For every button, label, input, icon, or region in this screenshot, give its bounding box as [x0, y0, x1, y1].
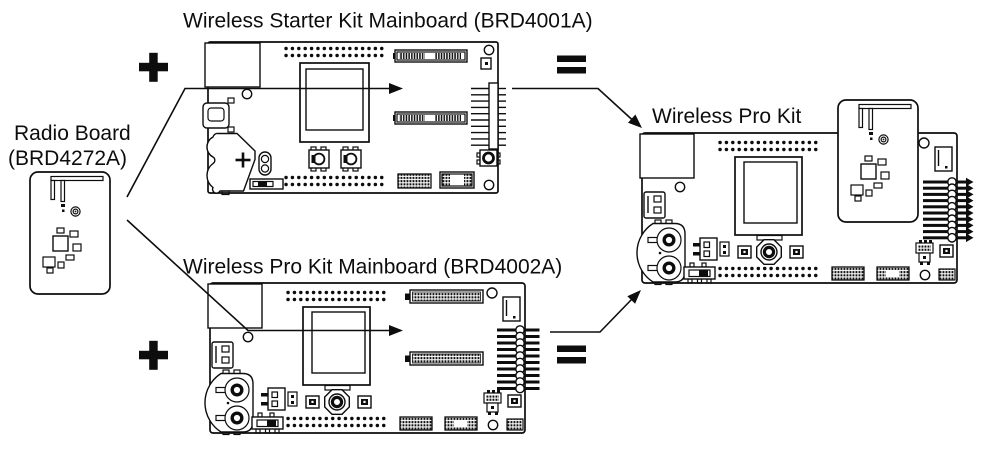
- arrow-radio-to-pro-kit-mainboard: [126, 219, 403, 336]
- arrow-mainboard-to-pro-kit: [550, 290, 641, 333]
- plus-icon-top: [139, 52, 168, 82]
- pro-kit-mainboard-illustration: [205, 283, 541, 435]
- equals-icon-top: [557, 55, 586, 74]
- label-radio-board-line2: (BRD4272A): [8, 147, 127, 170]
- radio-board-illustration: [29, 171, 111, 295]
- label-pro-kit-mainboard: Wireless Pro Kit Mainboard (BRD4002A): [183, 256, 562, 279]
- starter-kit-mainboard-illustration: [203, 42, 506, 195]
- arrow-radio-to-starter-kit: [126, 83, 403, 198]
- pro-kit-radio-module: [837, 99, 919, 223]
- arrow-starter-kit-to-pro-kit: [512, 87, 642, 128]
- label-starter-kit-mainboard: Wireless Starter Kit Mainboard (BRD4001A…: [183, 10, 593, 33]
- equals-icon-bottom: [557, 345, 586, 364]
- label-radio-board-line1: Radio Board: [14, 122, 131, 145]
- plus-icon-bottom: [139, 340, 168, 370]
- label-pro-kit: Wireless Pro Kit: [652, 105, 802, 128]
